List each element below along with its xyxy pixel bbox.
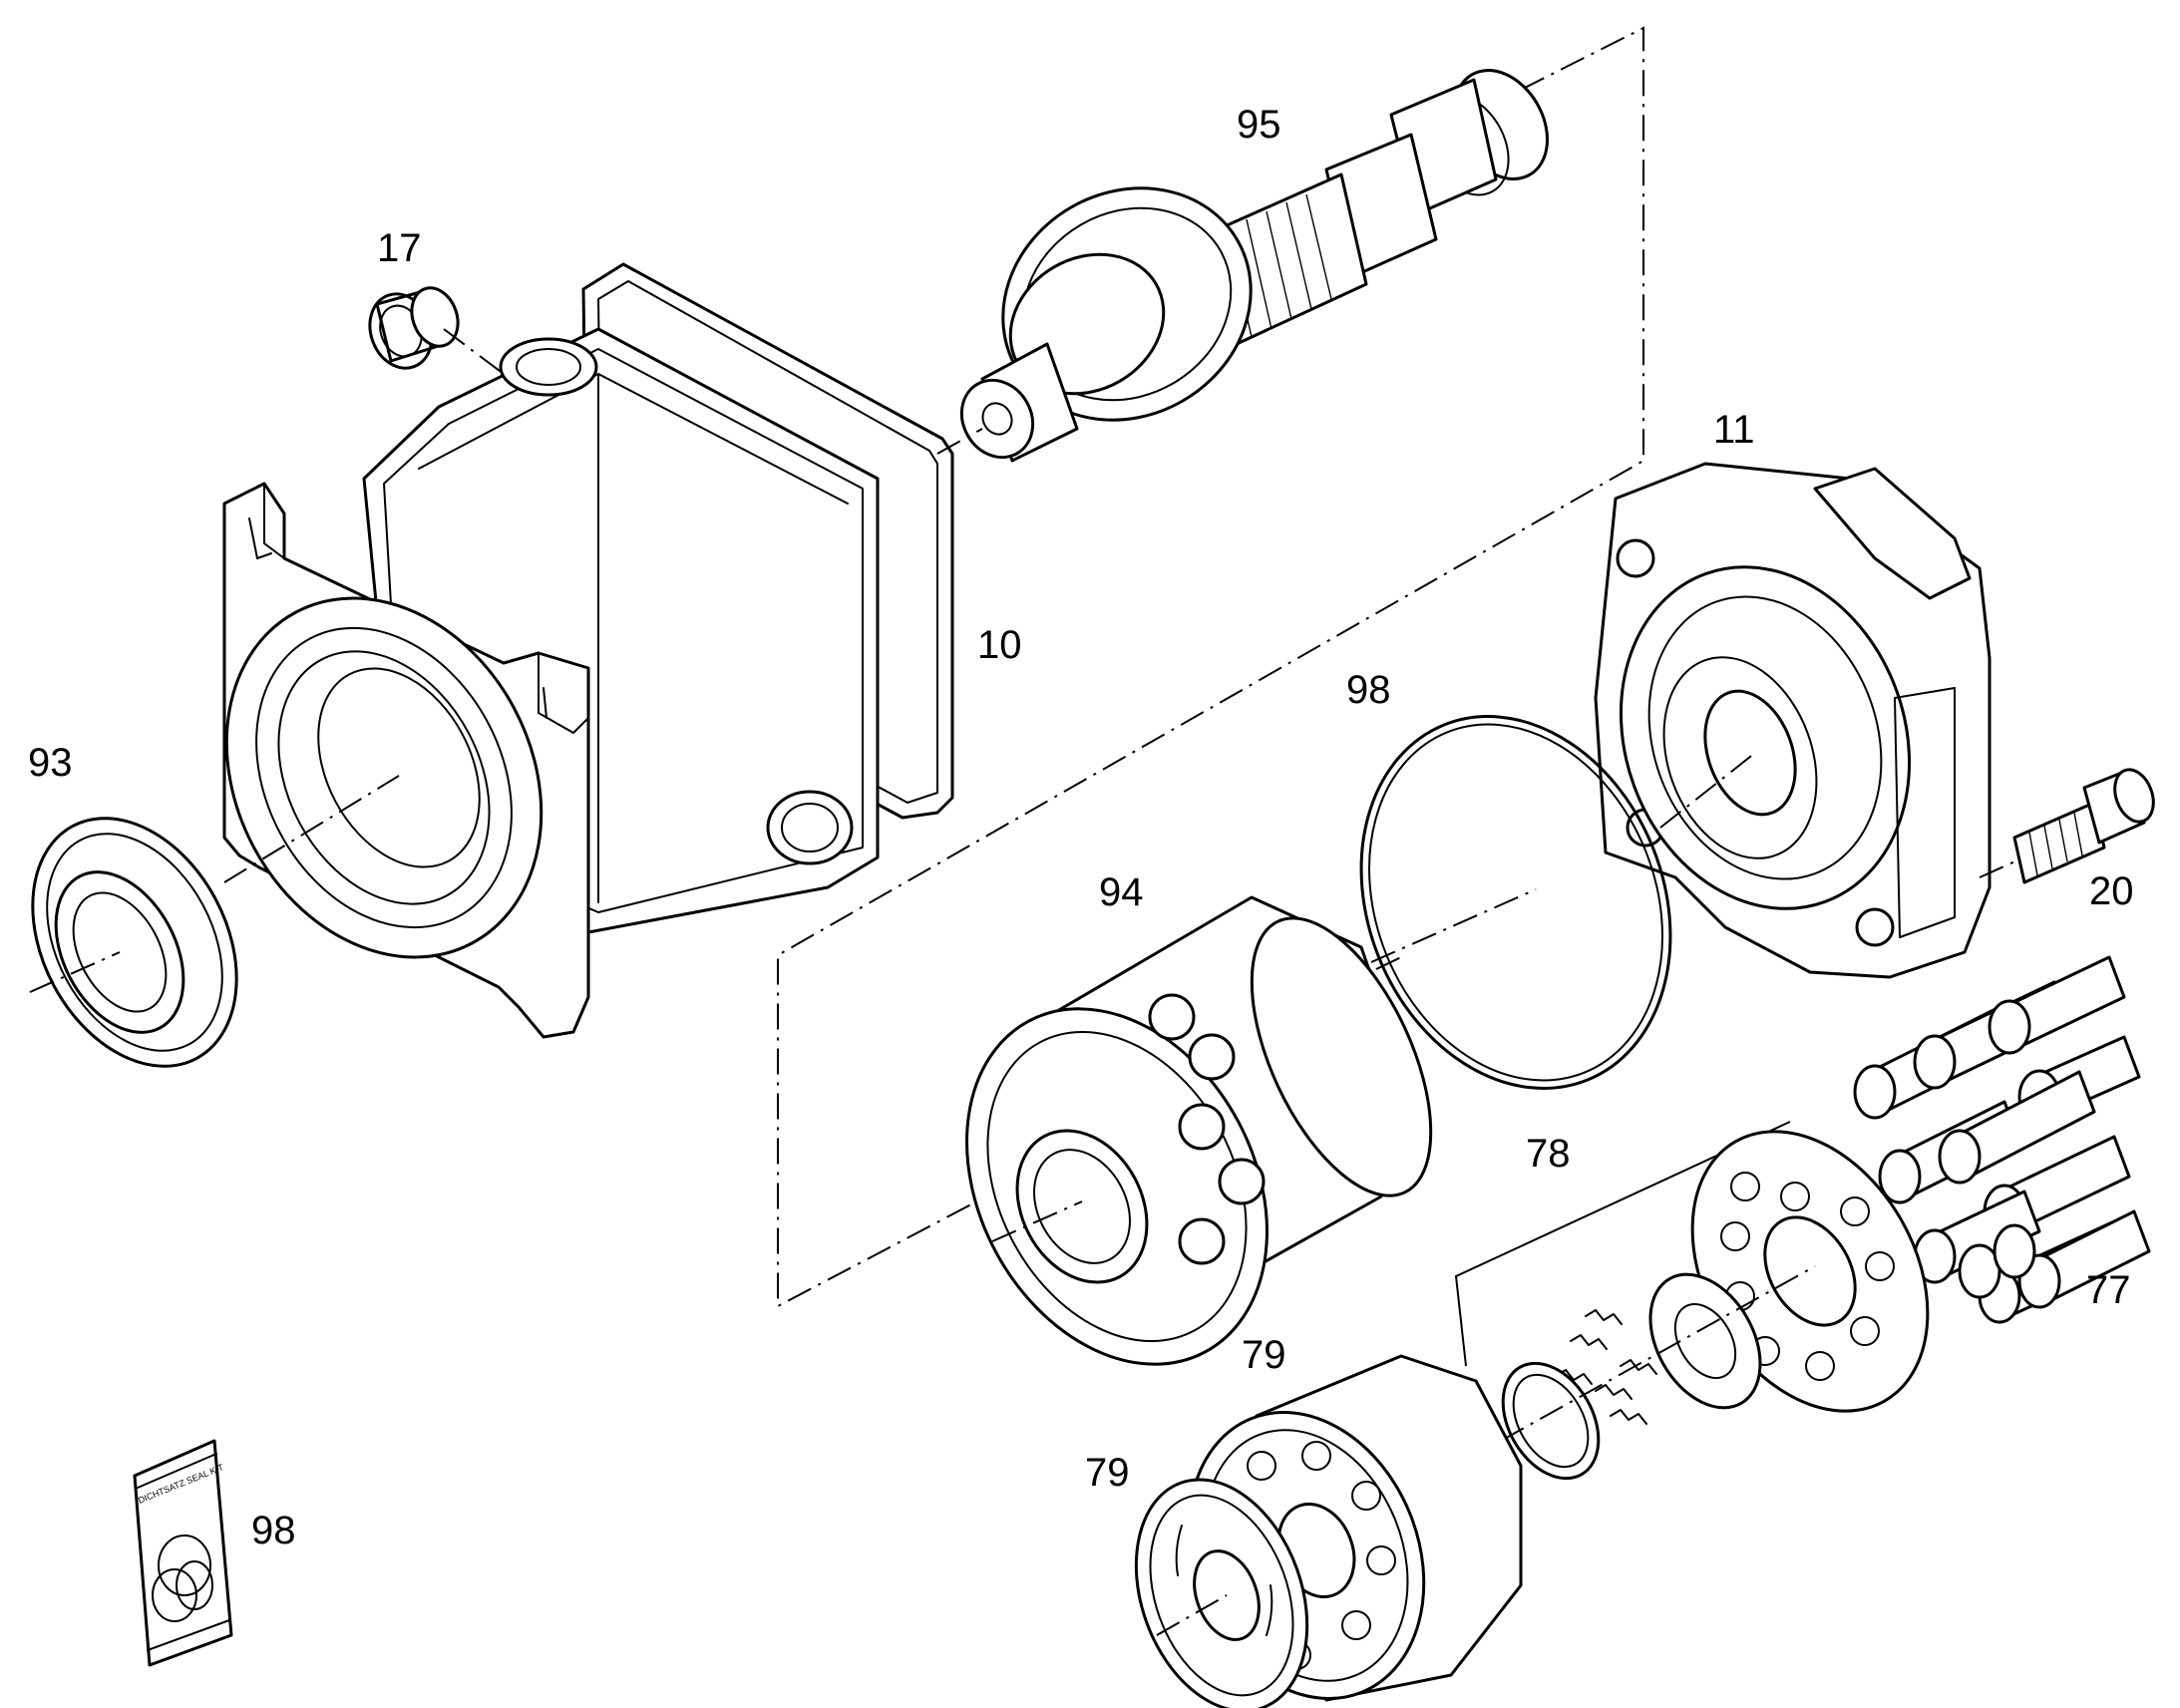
label-part-17: 17 xyxy=(377,226,422,270)
label-part-79-plate: 79 xyxy=(1085,1451,1130,1495)
rotary-group-part-94 xyxy=(965,895,1433,1366)
pistons-part-77 xyxy=(1853,955,2151,1324)
housing-part-10 xyxy=(222,262,954,1039)
retainer-group-part-78 xyxy=(1454,1121,1930,1481)
label-part-79-block: 79 xyxy=(1242,1333,1286,1377)
label-part-11: 11 xyxy=(1713,408,1755,452)
label-part-10: 10 xyxy=(977,623,1022,667)
end-cover-part-11 xyxy=(1594,462,1992,979)
label-part-94: 94 xyxy=(1099,870,1144,914)
o-ring-part-98 xyxy=(1359,715,1672,1090)
piston-row-top xyxy=(1853,955,2141,1125)
seal-kit-bag-part-98: DICHTSATZ SEAL KIT xyxy=(133,1439,233,1667)
shaft-part-95 xyxy=(936,69,1550,463)
label-part-98-oring: 98 xyxy=(1346,668,1391,712)
label-part-78: 78 xyxy=(1526,1132,1571,1176)
seal-part-93 xyxy=(29,775,400,1068)
label-part-95: 95 xyxy=(1237,103,1281,147)
piston-row-bottom xyxy=(1913,1190,2151,1324)
label-part-77: 77 xyxy=(2086,1268,2131,1312)
plug-part-17 xyxy=(368,286,505,375)
label-part-20: 20 xyxy=(2089,869,2134,913)
assembly-boundary xyxy=(777,26,1644,1308)
part-labels: 17 95 10 11 98 93 94 20 78 77 79 79 98 xyxy=(28,103,2134,1552)
label-part-93: 93 xyxy=(28,741,73,785)
label-part-98-kit: 98 xyxy=(251,1509,296,1552)
bolt-part-20 xyxy=(1979,768,2155,884)
